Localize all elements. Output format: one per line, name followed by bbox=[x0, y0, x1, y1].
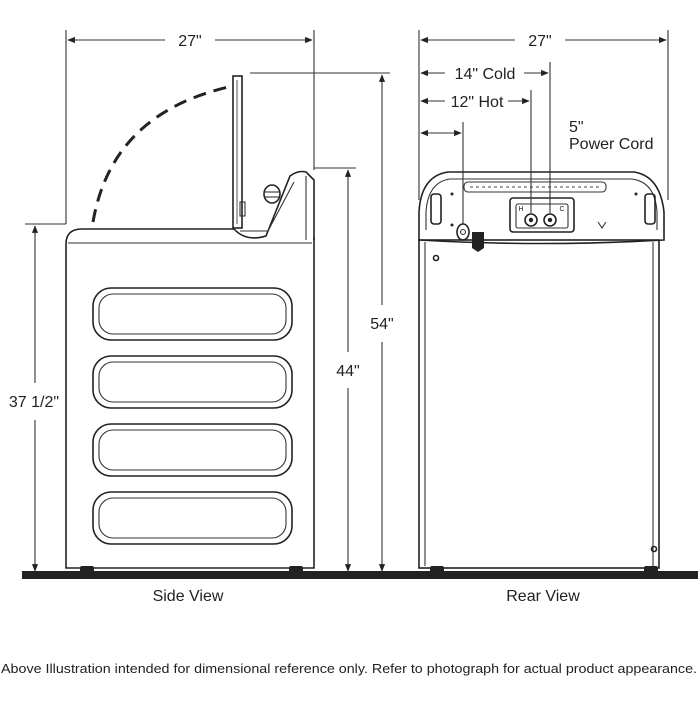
power-cord-label: Power Cord bbox=[569, 136, 653, 153]
side-view-title: Side View bbox=[153, 588, 224, 605]
hot-inlet-label: 12" Hot bbox=[451, 94, 504, 111]
height-37-label: 37 1/2" bbox=[9, 394, 59, 411]
rear-width-label: 27" bbox=[528, 33, 551, 50]
hot-inlet bbox=[524, 213, 538, 227]
side-view-drawing bbox=[65, 75, 315, 573]
rear-cabinet bbox=[418, 239, 660, 569]
drain-hose-clip bbox=[472, 232, 484, 252]
side-panel bbox=[92, 423, 293, 477]
disclaimer-text: Above Illustration intended for dimensio… bbox=[1, 661, 697, 676]
open-lid bbox=[232, 75, 243, 229]
power-cord-distance-label: 5" bbox=[569, 119, 584, 136]
rear-handle bbox=[644, 193, 656, 225]
leveling-foot bbox=[430, 566, 444, 573]
rear-view-drawing bbox=[418, 171, 665, 573]
side-width-label: 27" bbox=[178, 33, 201, 50]
height-44-label: 44" bbox=[336, 363, 359, 380]
side-panel bbox=[92, 287, 293, 341]
rear-dimensions bbox=[418, 30, 669, 224]
outlet-symbol bbox=[597, 221, 607, 229]
cold-port-letter: C bbox=[559, 206, 564, 213]
cold-inlet-label: 14" Cold bbox=[455, 66, 516, 83]
height-54-label: 54" bbox=[370, 316, 393, 333]
leveling-foot bbox=[80, 566, 94, 573]
vent-slot bbox=[463, 181, 607, 193]
side-panel bbox=[92, 355, 293, 409]
rear-handle bbox=[430, 193, 442, 225]
rear-console bbox=[418, 171, 665, 245]
water-inlet-plate bbox=[509, 197, 575, 233]
lid-swing-arc bbox=[91, 84, 234, 223]
hot-port-letter: H bbox=[518, 206, 523, 213]
leveling-foot bbox=[289, 566, 303, 573]
side-panel bbox=[92, 491, 293, 545]
power-cord-exit bbox=[456, 223, 470, 241]
console-knob bbox=[263, 184, 281, 204]
leveling-foot bbox=[644, 566, 658, 573]
cold-inlet bbox=[543, 213, 557, 227]
floor-line bbox=[22, 571, 698, 579]
side-dimensions bbox=[25, 30, 390, 572]
rear-view-title: Rear View bbox=[506, 588, 580, 605]
